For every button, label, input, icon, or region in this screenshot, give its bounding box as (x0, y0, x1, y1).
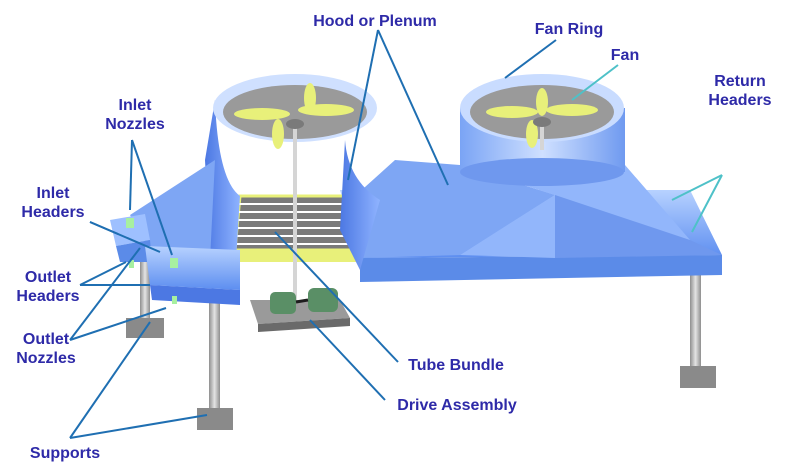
supports-legs (126, 262, 716, 430)
drive-assembly-label: Drive Assembly (397, 397, 517, 414)
drive-assembly (250, 288, 350, 332)
fan-label: Fan (610, 47, 640, 64)
outlet-nozzles-label: Outlet Nozzles (16, 331, 76, 367)
right-fan (486, 88, 598, 150)
tube-bundle-label: Tube Bundle (408, 357, 504, 374)
hood-or-plenum-label: Hood or Plenum (313, 13, 437, 30)
left-fan-ring (205, 74, 380, 300)
leader-lines-teal (571, 64, 723, 233)
right-bay-body (340, 74, 722, 282)
supports-label: Supports (29, 445, 101, 462)
fan-ring-label: Fan Ring (534, 21, 604, 38)
left-hood (130, 160, 215, 260)
leader-lines (69, 29, 557, 439)
inlet-nozzles-label: Inlet Nozzles (105, 97, 165, 133)
return-headers-label: Return Headers (708, 73, 772, 109)
outlet-headers-label: Outlet Headers (16, 269, 80, 305)
inlet-headers-label: Inlet Headers (21, 185, 85, 221)
